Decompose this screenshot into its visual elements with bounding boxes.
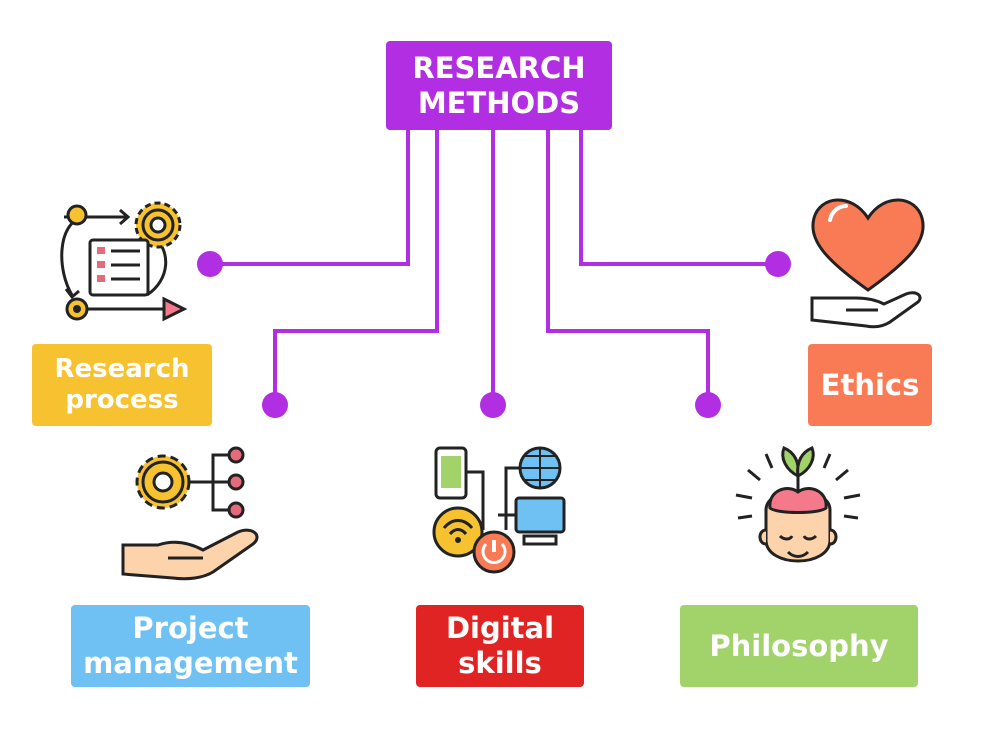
node-project-management: Project management <box>71 605 310 687</box>
dot-philosophy <box>695 392 721 418</box>
node-digital-skills: Digital skills <box>416 605 584 687</box>
devices-network-icon <box>432 446 566 574</box>
dot-project-management <box>262 392 288 418</box>
connectors <box>210 130 778 405</box>
process-cycle-icon <box>60 201 188 322</box>
heart-in-hand-icon <box>810 198 925 329</box>
connector-dots <box>197 251 791 418</box>
connector-research-process <box>210 130 410 266</box>
gear-network-hand-icon <box>121 446 259 581</box>
node-ethics: Ethics <box>808 344 932 426</box>
root-node-research-methods: RESEARCH METHODS <box>386 41 612 130</box>
dot-digital-skills <box>480 392 506 418</box>
node-philosophy: Philosophy <box>680 605 918 687</box>
node-research-process: Research process <box>32 344 212 426</box>
connector-ethics <box>579 130 778 266</box>
connector-philosophy <box>546 130 710 405</box>
connector-project-management <box>273 130 439 405</box>
dot-research-process <box>197 251 223 277</box>
dot-ethics <box>765 251 791 277</box>
mind-growth-icon <box>735 446 861 563</box>
